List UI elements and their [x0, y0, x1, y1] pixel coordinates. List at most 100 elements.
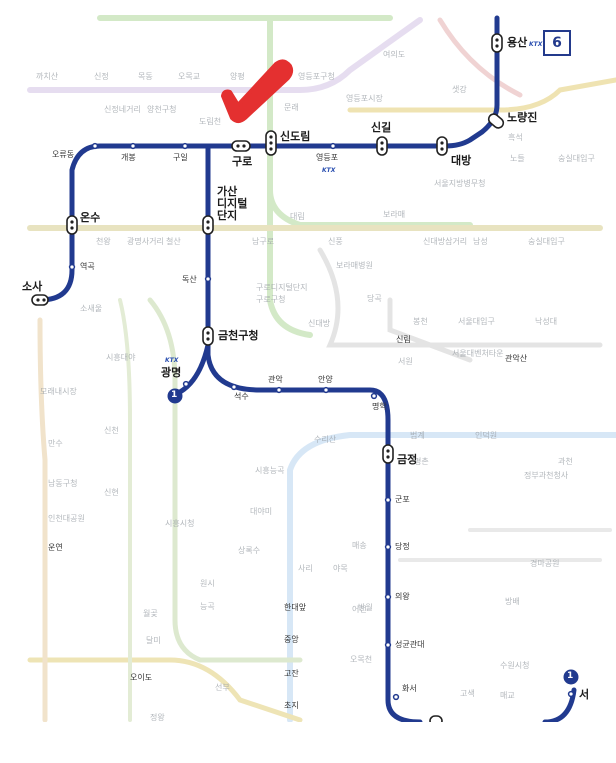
- faded-label: 신현: [104, 488, 119, 497]
- faded-label: 목동: [138, 72, 153, 81]
- station-label-yeongdeungpo: 영등포: [316, 153, 339, 162]
- faded-label: 남성: [473, 237, 488, 246]
- transfer-daebang: [436, 136, 448, 156]
- station-label-oido: 오이도: [130, 673, 153, 682]
- station-dot-anyang: [322, 386, 330, 394]
- faded-label: 소새울: [80, 304, 103, 313]
- station-label-sungkyunkwan: 성균관대: [395, 640, 425, 649]
- station-label-anyang: 안양: [318, 375, 333, 384]
- station-label-dangjeong: 당정: [395, 542, 410, 551]
- line-1-gwangmyeong-spur: [177, 342, 211, 395]
- faded-label: 낙성대: [535, 317, 558, 326]
- faded-label: 신대방: [308, 319, 331, 328]
- station-dot-dangjeong: [384, 543, 392, 551]
- faded-label: 여의도: [383, 50, 406, 59]
- faded-label: 천왕: [96, 237, 111, 246]
- faded-label: 달미: [146, 636, 161, 645]
- faded-line-7-down: [118, 298, 132, 722]
- transfer-onsu: [66, 215, 78, 235]
- faded-label: 시흥대야: [106, 353, 136, 362]
- station-dot-yeongdeungpo: [329, 142, 337, 150]
- station-label-sosa: 소사: [22, 280, 43, 293]
- station-label-gwangmyeong: 광명: [161, 366, 182, 379]
- faded-label: 수원시청: [500, 661, 530, 670]
- faded-label: 양천구청: [147, 105, 177, 114]
- station-label-geumjeong: 금정: [397, 453, 418, 466]
- faded-label: 범계: [410, 431, 425, 440]
- line-1-badge-number: 1: [567, 671, 574, 681]
- faded-label: 정왕: [150, 713, 165, 722]
- faded-label: 신정네거리: [104, 105, 141, 114]
- transfer-noryangjin: [487, 113, 505, 129]
- faded-label: 서울대벤처타운: [452, 349, 504, 358]
- faded-label: 신천: [104, 426, 119, 435]
- station-label-unyeon: 운연: [48, 543, 63, 552]
- faded-label: 정부과천청사: [524, 471, 569, 480]
- station-label-singil: 신길: [371, 121, 392, 134]
- faded-label: 인덕원: [475, 431, 498, 440]
- faded-label: 대야미: [250, 507, 273, 516]
- faded-label: 시흥능곡: [255, 466, 285, 475]
- faded-label: 신정: [94, 72, 109, 81]
- station-dot-guil: [181, 142, 189, 150]
- ktx-logo-icon: KTX: [165, 357, 179, 364]
- faded-label: 보라매: [383, 210, 406, 219]
- faded-label: 서울지방병무청: [434, 179, 486, 188]
- faded-label: 남구로: [252, 237, 275, 246]
- transfer-singil: [376, 136, 388, 156]
- station-label-guro: 구로: [232, 155, 253, 168]
- faded-label: 반월: [358, 603, 373, 612]
- station-dot-oryudong: [91, 142, 99, 150]
- faded-label: 문래: [284, 103, 299, 112]
- station-label-sillim: 신림: [396, 335, 411, 344]
- station-label-onsu: 온수: [80, 211, 101, 224]
- station-label-oryudong: 오류동: [52, 150, 75, 159]
- line-1-badge-right: [563, 669, 579, 685]
- station-dot-hwaseo: [392, 693, 400, 701]
- faded-label: 오목천: [350, 655, 373, 664]
- faded-label: 신풍: [328, 237, 343, 246]
- faded-label: 모래내시장: [40, 387, 77, 396]
- faded-label: 사리: [298, 564, 313, 573]
- faded-label: 영등포구청: [298, 72, 335, 81]
- station-dot-uiwang: [384, 593, 392, 601]
- faded-label: 도림천: [199, 117, 222, 126]
- faded-label: 월곶: [143, 609, 158, 618]
- faded-label: 상록수: [238, 546, 261, 555]
- station-label-jungang: 중앙: [284, 635, 299, 644]
- station-dot-myeonghak: [370, 392, 378, 400]
- faded-label: 매교: [500, 691, 515, 700]
- faded-line-9-gold: [347, 77, 616, 113]
- station-dot-doksan: [204, 275, 212, 283]
- faded-label: 선부: [215, 683, 230, 692]
- faded-line-seohae-green: [147, 297, 303, 663]
- station-dot-gunpo: [384, 496, 392, 504]
- station-label-guil: 구일: [173, 153, 188, 162]
- station-label-seoksu: 석수: [234, 392, 249, 401]
- faded-line-4-cyan: [287, 432, 616, 723]
- station-label-east-partial: 서: [579, 688, 590, 701]
- faded-label: 서울대입구: [458, 317, 495, 326]
- station-label-noryangjin: 노량진: [507, 111, 538, 124]
- faded-label: 대림: [290, 212, 305, 221]
- line-1-gyeongbu-path: [205, 143, 423, 725]
- faded-label: 구로디지털단지: [256, 283, 308, 292]
- transfer-geumjeong: [382, 444, 394, 464]
- transfer-guro: [231, 140, 251, 152]
- faded-label: 노들: [510, 154, 525, 163]
- faded-label: 샛강: [452, 85, 467, 94]
- faded-label: 능곡: [200, 602, 215, 611]
- faded-label: 철산: [166, 237, 181, 246]
- red-checkmark-icon: [221, 59, 294, 123]
- station-label-gwanak: 관악: [268, 375, 283, 384]
- station-label-doksan: 독산: [182, 275, 197, 284]
- faded-background-lines: [27, 15, 616, 723]
- station-dots: [68, 142, 575, 701]
- faded-label: 숭실대입구: [558, 154, 595, 163]
- line-6-badge: 6: [543, 30, 571, 56]
- station-dot-gwanak: [275, 386, 283, 394]
- faded-label: 당곡: [367, 294, 382, 303]
- station-dot-east: [567, 690, 575, 698]
- station-label-gasan: 가산 디지털 단지: [217, 185, 248, 223]
- faded-label: 남동구청: [48, 479, 78, 488]
